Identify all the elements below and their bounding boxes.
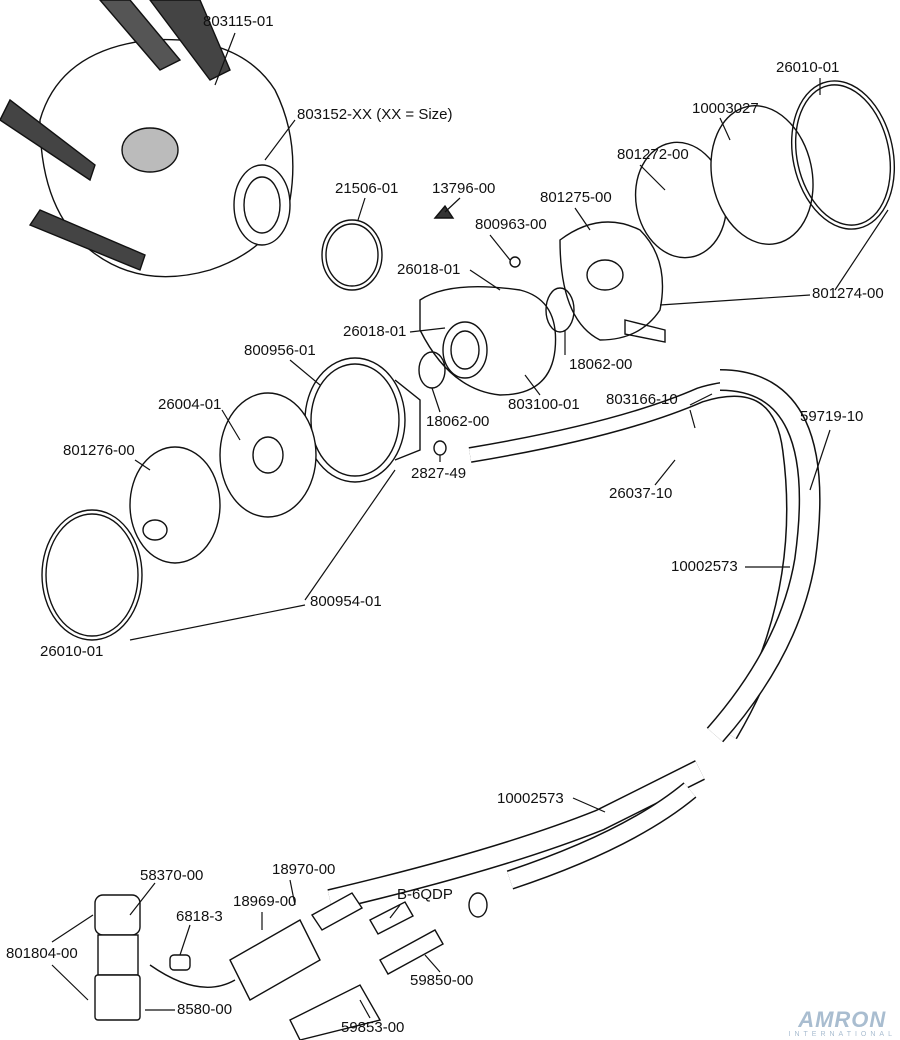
callout-803152-xx: 803152-XX (XX = Size) — [297, 106, 453, 123]
washer-2827 — [433, 440, 447, 456]
logo-sub: INTERNATIONAL — [788, 1031, 896, 1038]
callout-801275-00: 801275-00 — [540, 189, 612, 206]
callout-59850-00: 59850-00 — [410, 972, 474, 989]
diaphragm-26004 — [219, 392, 317, 518]
callout-18969-00: 18969-00 — [233, 893, 297, 910]
ring-21506 — [321, 219, 383, 291]
callout-10002573-b: 10002573 — [497, 790, 564, 807]
callout-18970-00: 18970-00 — [272, 861, 336, 878]
callout-2827-49: 2827-49 — [411, 465, 467, 482]
callout-59719-10: 59719-10 — [800, 408, 864, 425]
face-mask — [0, 0, 294, 278]
valve-13796 — [433, 204, 455, 219]
valve-seat-800954 — [304, 357, 406, 483]
callout-b-6qdp: B-6QDP — [397, 886, 453, 903]
logo-name: AMRON — [798, 1007, 887, 1032]
callout-18062-00-b: 18062-00 — [426, 413, 490, 430]
callout-26004-01: 26004-01 — [158, 396, 222, 413]
callout-801272-00: 801272-00 — [617, 146, 689, 163]
callout-803166-10: 803166-10 — [606, 391, 678, 408]
callout-26010-01-top: 26010-01 — [776, 59, 840, 76]
fittings — [94, 892, 488, 1040]
amron-logo: AMRON INTERNATIONAL — [788, 1007, 897, 1039]
cover-801276 — [129, 446, 221, 564]
callout-800963-00: 800963-00 — [475, 216, 547, 233]
callout-58370-00: 58370-00 — [140, 867, 204, 884]
ring-26010-top — [790, 80, 896, 230]
callout-26010-01-bottom: 26010-01 — [40, 643, 104, 660]
callout-26018-01-a: 26018-01 — [397, 261, 461, 278]
housing-801275 — [559, 221, 666, 343]
callout-6818-3: 6818-3 — [176, 908, 223, 925]
ring-26010-bottom — [41, 509, 143, 641]
callout-10002573-a: 10002573 — [671, 558, 738, 575]
oring-18062-b — [418, 351, 446, 389]
callout-8580-00: 8580-00 — [177, 1001, 233, 1018]
callout-59853-00: 59853-00 — [341, 1019, 405, 1036]
hoses — [327, 369, 821, 911]
callout-803115-01: 803115-01 — [203, 13, 274, 30]
callout-26037-10: 26037-10 — [609, 485, 673, 502]
callout-21506-01: 21506-01 — [335, 180, 399, 197]
leader-lines — [51, 32, 889, 1019]
callout-800954-01: 800954-01 — [310, 593, 382, 610]
callout-801274-00: 801274-00 — [812, 285, 884, 302]
callout-801276-00: 801276-00 — [63, 442, 135, 459]
callout-801804-00: 801804-00 — [6, 945, 78, 962]
callout-13796-00: 13796-00 — [432, 180, 496, 197]
callout-18062-00-a: 18062-00 — [569, 356, 633, 373]
callout-800956-01: 800956-01 — [244, 342, 316, 359]
oring-18062-a — [545, 287, 575, 333]
callout-26018-01-b: 26018-01 — [343, 323, 407, 340]
callout-803100-01: 803100-01 — [508, 396, 580, 413]
cover-10003027 — [710, 105, 814, 245]
body-803100 — [419, 285, 557, 396]
star-washer — [509, 256, 521, 268]
callout-10003027: 10003027 — [692, 100, 759, 117]
